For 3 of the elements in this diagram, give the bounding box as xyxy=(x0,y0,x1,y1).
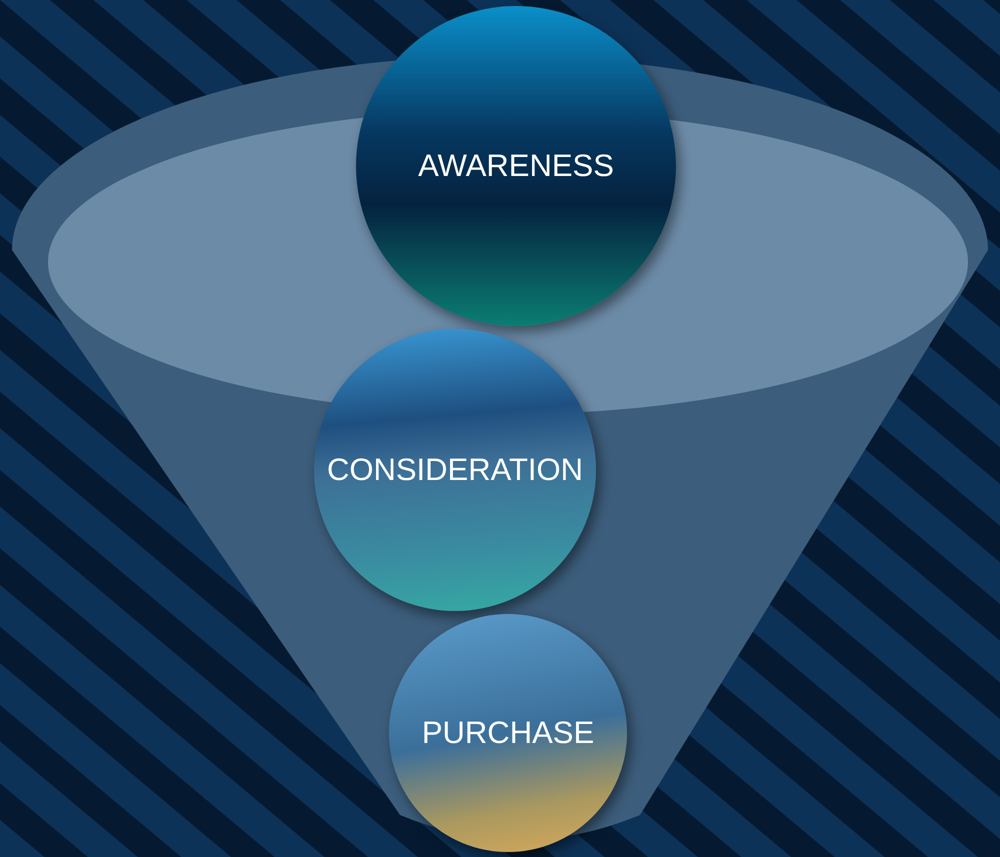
stage-label: PURCHASE xyxy=(422,715,594,751)
stage-label: AWARENESS xyxy=(418,148,614,184)
stage-label: CONSIDERATION xyxy=(326,452,584,488)
